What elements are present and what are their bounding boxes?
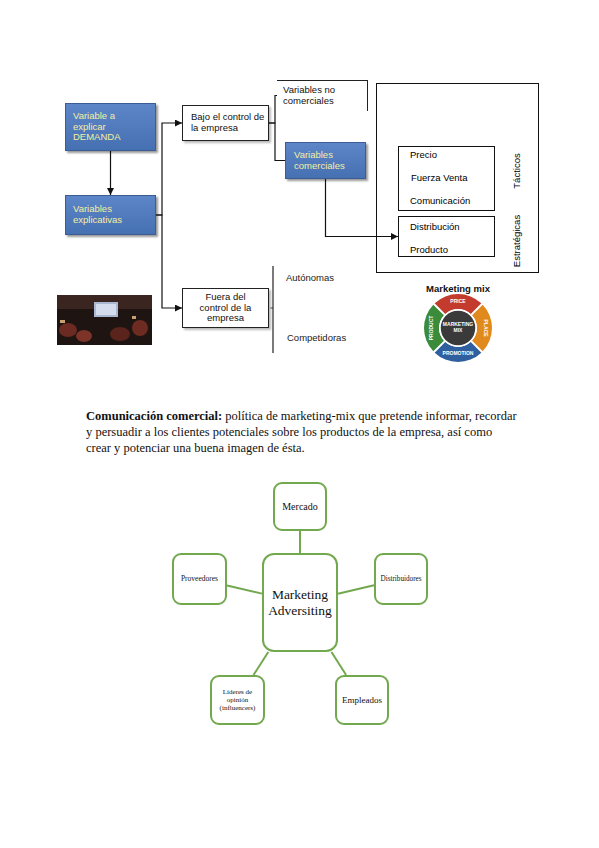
variable-box: Variables explicativas (65, 195, 156, 235)
box-label: Fuera del control de la empresa (193, 292, 259, 325)
node-label: PLACE (482, 320, 488, 337)
connector (331, 652, 346, 675)
group-box: TácticosEstratégicas PrecioFuerza VentaCo… (376, 83, 539, 273)
marketing-mix-wheel: Marketing mixMARKETING MIX PRICE PLACE PROM… (414, 281, 502, 365)
definition-term: Comunicación comercial: (86, 409, 222, 423)
photo-figure (132, 320, 148, 336)
connector (110, 151, 111, 195)
box-label: Proveedores (181, 575, 218, 584)
connector (269, 123, 285, 161)
node-label: Precio (410, 150, 437, 161)
variable-box: Variables comerciales (285, 142, 366, 179)
photo-screen-glow (96, 304, 116, 315)
box-label: Mercado (282, 501, 318, 513)
connector (254, 652, 269, 675)
central-box: Marketing Adversiting (262, 553, 338, 652)
variable-list-box: DistribuciónProducto (398, 216, 495, 257)
stakeholder-box: Empleados (335, 675, 389, 725)
stakeholder-box: Proveedores (172, 553, 227, 605)
box-label: Variables explicativas (73, 204, 153, 226)
node-label: Producto (410, 245, 448, 256)
node-label: Comunicación (410, 196, 470, 207)
photo-screen (94, 302, 118, 317)
category-label: Autónomas (286, 272, 334, 283)
wheel-group (424, 294, 492, 362)
photo-figure (59, 323, 77, 337)
stakeholder-box: Mercado (273, 482, 327, 531)
photo-frame (57, 295, 152, 345)
box-label: Empleados (342, 695, 382, 705)
variable-list-box: PrecioFuerza VentaComunicación (398, 146, 495, 211)
connector (156, 123, 182, 215)
box-label: Líderes de opinión (influencers) (216, 688, 260, 712)
photo-light (60, 320, 65, 323)
stakeholder-box: Distribuidores (374, 553, 428, 605)
photo-light (132, 316, 136, 319)
bracket-line (272, 266, 273, 353)
node-label: Tácticos (512, 153, 523, 188)
connector (338, 585, 374, 593)
variable-box: Variables no comerciales (277, 80, 368, 111)
box-label: Variables comerciales (294, 150, 356, 172)
box-label: Distribuidores (380, 575, 421, 583)
node-label: Fuerza Venta (411, 173, 468, 184)
node-label: MARKETING MIX (442, 322, 474, 334)
photo-figure (110, 327, 130, 341)
photo-illustration (57, 295, 152, 345)
control-box: Bajo el control de la empresa (182, 105, 269, 141)
connector (156, 215, 182, 308)
node-label: PRICE (450, 299, 465, 305)
photo-figure (76, 330, 92, 342)
connector (299, 531, 301, 553)
wheel-center (440, 310, 476, 346)
connector (269, 96, 277, 124)
definition-paragraph: Comunicación comercial:política de marke… (86, 408, 518, 456)
connector-group (111, 96, 399, 676)
node-label: Marketing mix (426, 284, 490, 295)
stakeholder-box: Líderes de opinión (influencers) (210, 675, 265, 725)
node-label: Distribución (410, 222, 460, 233)
box-label: Variables no comerciales (283, 85, 359, 107)
box-label: Variable a explicar DEMANDA (73, 111, 129, 144)
node-label: PROMOTION (443, 351, 474, 357)
connector (227, 585, 262, 593)
node-label: Estratégicas (512, 215, 523, 267)
control-box: Fuera del control de la empresa (182, 288, 269, 328)
box-label: Marketing Adversiting (265, 587, 335, 618)
node-label: PRODUCT (429, 316, 435, 341)
box-label: Bajo el control de la empresa (191, 112, 265, 134)
category-label: Competidoras (287, 332, 346, 343)
variable-box: Variable a explicar DEMANDA (65, 103, 156, 151)
